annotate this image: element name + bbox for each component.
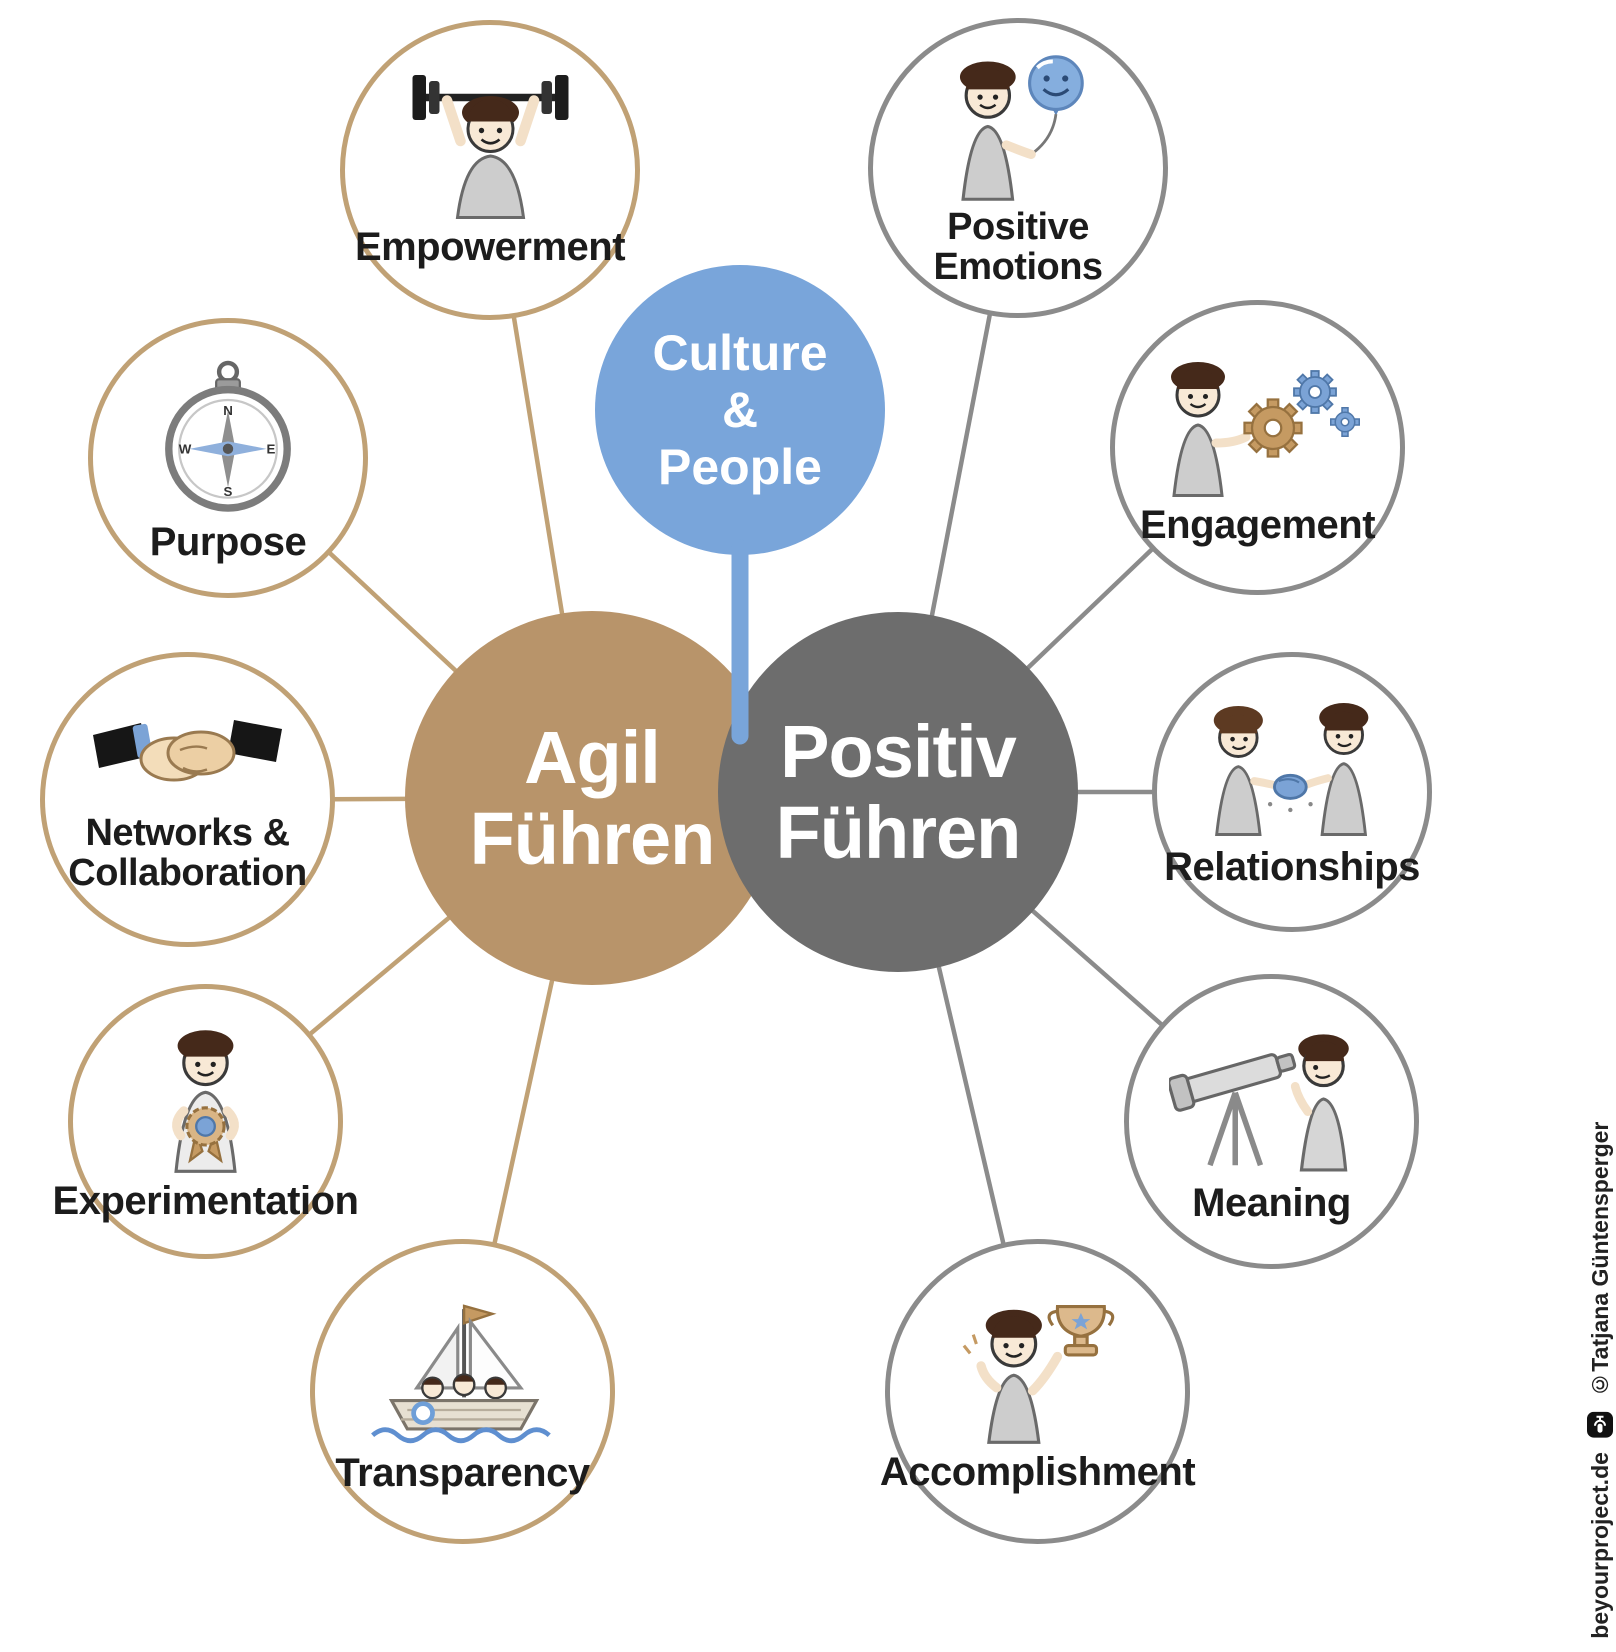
node-label-transparency: Transparency bbox=[335, 1450, 590, 1495]
node-purpose: N E S W Purpose bbox=[88, 318, 368, 598]
watermark: beyourproject.de ©Tatjana Güntensperger bbox=[1587, 1115, 1614, 1646]
trophy-icon bbox=[962, 1304, 1114, 1444]
node-accomplishment: Accomplishment bbox=[880, 1239, 1196, 1544]
node-networks-collaboration: Networks & Collaboration bbox=[40, 652, 335, 947]
node-meaning: Meaning bbox=[1124, 974, 1419, 1269]
node-label-empowerment: Empowerment bbox=[354, 225, 626, 269]
compass-icon: N E S W bbox=[165, 360, 291, 512]
node-label-engagement: Engagement bbox=[1139, 502, 1376, 547]
handshake-icon bbox=[93, 720, 282, 782]
node-transparency: Transparency bbox=[310, 1239, 615, 1544]
watermark-logo-icon bbox=[1587, 1412, 1614, 1439]
node-experimentation: Experimentation bbox=[53, 984, 359, 1259]
node-relationships: Relationships bbox=[1152, 652, 1432, 932]
node-label-relationships: Relationships bbox=[1164, 844, 1420, 889]
node-engagement: Engagement bbox=[1110, 300, 1405, 595]
watermark-site: beyourproject.de bbox=[1587, 1452, 1613, 1639]
hub-culture-people: Culture & People bbox=[595, 265, 885, 555]
node-label-purpose: Purpose bbox=[149, 519, 307, 564]
node-empowerment: Empowerment bbox=[340, 20, 640, 320]
node-label-accomplishment: Accomplishment bbox=[879, 1449, 1196, 1494]
hub-positiv-fuehren: Positiv Führen bbox=[718, 612, 1078, 972]
node-label-meaning: Meaning bbox=[1192, 1180, 1351, 1225]
hub-agil-label: Agil Führen bbox=[469, 715, 716, 880]
people-handshake-icon bbox=[1213, 702, 1368, 836]
watermark-credit: ©Tatjana Güntensperger bbox=[1587, 1122, 1613, 1399]
award-ribbon-icon bbox=[172, 1030, 239, 1173]
hub-agil-fuehren: Agil Führen bbox=[405, 611, 779, 985]
svg-text:W: W bbox=[179, 441, 192, 456]
balloon-smiley-icon bbox=[959, 54, 1084, 201]
node-label-networks-collaboration: Networks & Collaboration bbox=[68, 812, 307, 894]
hub-positiv-label: Positiv Führen bbox=[775, 709, 1022, 874]
hub-culture-label: Culture & People bbox=[652, 324, 828, 495]
gears-icon bbox=[1170, 361, 1360, 497]
node-positive-emotions: Positive Emotions bbox=[868, 18, 1168, 318]
svg-text:S: S bbox=[224, 484, 233, 499]
sailboat-icon bbox=[371, 1303, 551, 1443]
node-label-positive-emotions: Positive Emotions bbox=[933, 205, 1103, 288]
weightlifter-icon bbox=[412, 75, 568, 219]
svg-text:E: E bbox=[266, 441, 275, 456]
node-label-experimentation: Experimentation bbox=[52, 1179, 359, 1223]
svg-text:N: N bbox=[223, 402, 233, 417]
telescope-icon bbox=[1169, 1033, 1349, 1172]
